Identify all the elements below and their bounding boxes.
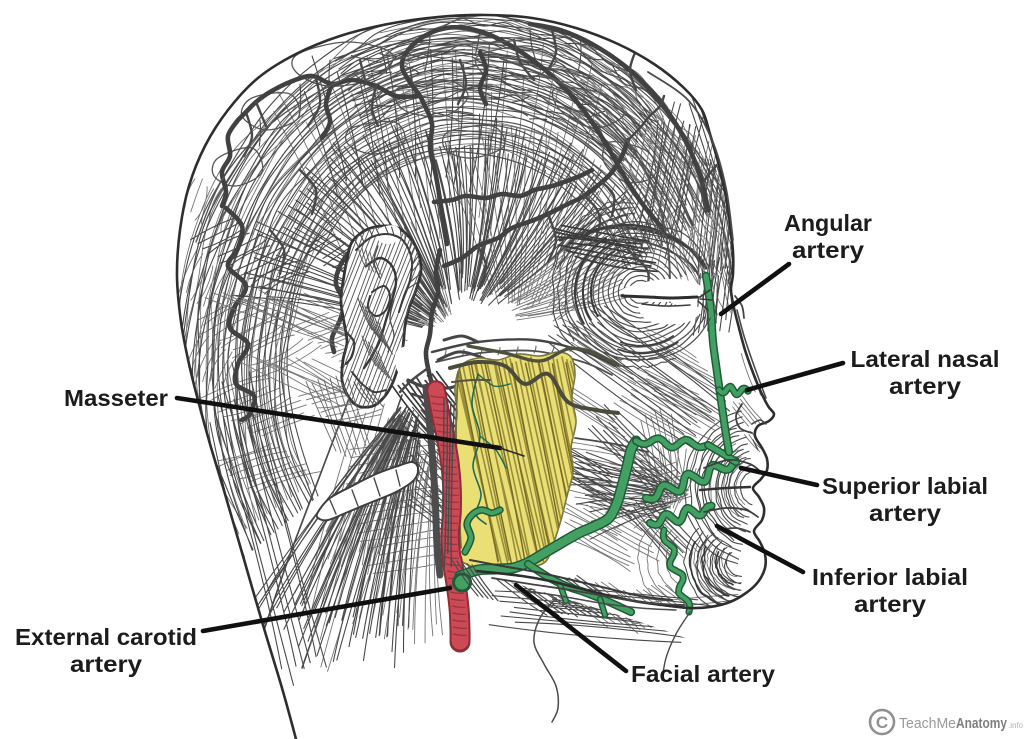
svg-text:artery: artery: [869, 500, 941, 526]
svg-text:artery: artery: [70, 651, 142, 677]
svg-text:TeachMe: TeachMe: [899, 715, 956, 732]
svg-text:C: C: [876, 713, 888, 732]
svg-text:Inferior labial: Inferior labial: [812, 564, 968, 590]
svg-text:Lateral nasal: Lateral nasal: [851, 346, 1000, 372]
svg-text:Facial artery: Facial artery: [631, 661, 775, 687]
svg-text:.info: .info: [1008, 721, 1024, 730]
svg-text:Angular: Angular: [784, 210, 872, 236]
svg-text:artery: artery: [792, 237, 864, 263]
svg-text:artery: artery: [854, 591, 926, 617]
svg-text:artery: artery: [889, 373, 961, 399]
svg-text:Superior labial: Superior labial: [822, 473, 988, 499]
svg-text:External carotid: External carotid: [15, 624, 197, 650]
svg-text:Masseter: Masseter: [64, 385, 168, 411]
svg-text:Anatomy: Anatomy: [956, 715, 1008, 732]
